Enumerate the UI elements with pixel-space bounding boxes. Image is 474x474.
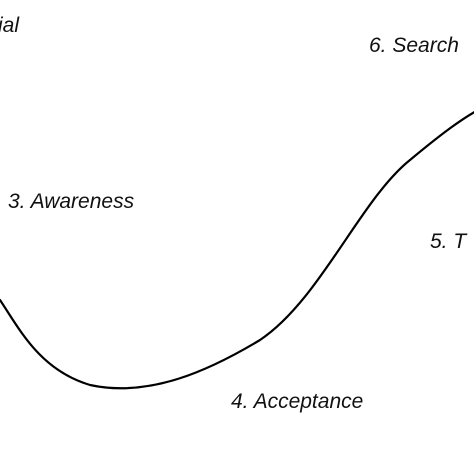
stage-label-trial: 5. T [430, 230, 467, 253]
stage-label-search: 6. Search [369, 34, 459, 57]
stage-label-awareness: 3. Awareness [8, 190, 135, 213]
change-curve [0, 111, 474, 390]
stage-label-acceptance: 4. Acceptance [231, 390, 364, 413]
stage-label-denial: ial [0, 14, 20, 37]
